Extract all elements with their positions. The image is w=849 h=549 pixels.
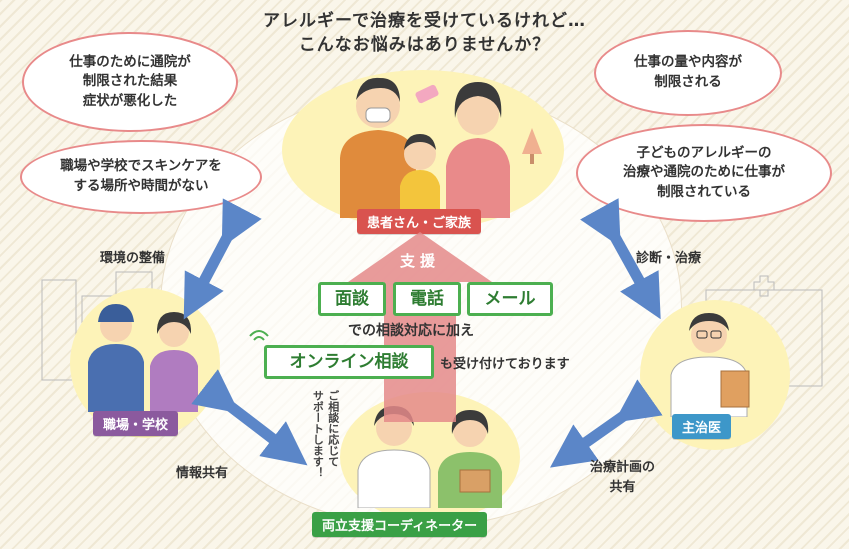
support-line2: も受け付けております: [440, 357, 570, 372]
worry-cloud-1: 仕事のために通院が 制限された結果 症状が悪化した: [22, 32, 238, 132]
wifi-icon: [249, 330, 269, 341]
worry-cloud-4: 子どものアレルギーの 治療や通院のために仕事が 制限されている: [576, 124, 832, 222]
support-label: 支援: [400, 252, 441, 270]
workplace-label: 職場・学校: [93, 411, 179, 436]
headline-line1: アレルギーで治療を受けているけれど…: [263, 11, 586, 31]
coordinator-illustration: [357, 406, 502, 508]
workplace-illustration: [88, 304, 198, 412]
worry-text-2: 職場や学校でスキンケアを する場所や時間がない: [60, 158, 222, 194]
headline-line2: こんなお悩みはありませんか？: [298, 35, 551, 55]
channel-phone: 電話: [393, 282, 461, 316]
channel-mail: メール: [467, 282, 553, 316]
worry-text-4: 子どものアレルギーの 治療や通院のために仕事が 制限されている: [623, 144, 785, 200]
edge-label-env: 環境の整備: [100, 251, 166, 266]
channel-online: オンライン相談: [264, 345, 434, 379]
doctor-label: 主治医: [672, 414, 732, 439]
channel-interview: 面談: [318, 282, 386, 316]
edge-label-diag: 診断・治療: [636, 251, 702, 266]
support-note: ご相談に応じて サポートします！: [311, 390, 340, 478]
worry-text-3: 仕事の量や内容が 制限される: [634, 54, 742, 90]
patient-family-illustration: [340, 77, 542, 218]
edge-label-info: 情報共有: [176, 466, 229, 481]
patient-label: 患者さん・ご家族: [357, 209, 482, 234]
edge-label-plan: 治療計画の 共有: [590, 460, 656, 495]
worry-text-1: 仕事のために通院が 制限された結果 症状が悪化した: [69, 53, 191, 109]
coordinator-label: 両立支援コーディネーター: [312, 512, 488, 537]
doctor-illustration: [670, 313, 750, 417]
worry-cloud-3: 仕事の量や内容が 制限される: [594, 30, 782, 116]
support-line1: での相談対応に加え: [348, 323, 474, 339]
